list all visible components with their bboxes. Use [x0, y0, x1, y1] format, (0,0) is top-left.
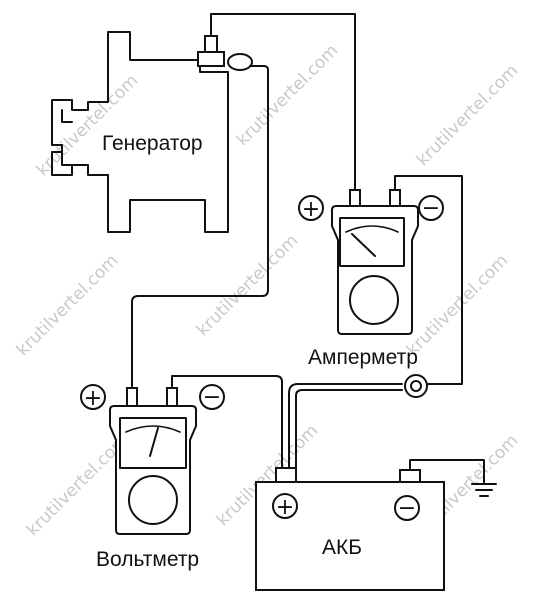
- watermark: krutilvertel.com: [193, 231, 302, 340]
- voltmeter-body: [109, 405, 197, 535]
- wire-generator-ammeter: [210, 13, 356, 196]
- voltmeter-terminal-negative: [166, 387, 178, 407]
- ammeter-minus-sign: −: [422, 196, 440, 221]
- generator-terminal-clamp: [227, 53, 253, 71]
- ammeter-scale: [345, 225, 399, 233]
- battery-body: [255, 481, 445, 591]
- wire-battery-ground: [409, 459, 485, 485]
- watermark: krutilvertel.com: [33, 71, 142, 180]
- battery-minus-icon: [394, 495, 420, 521]
- voltmeter-needle: [149, 427, 159, 457]
- generator-terminal-nut: [197, 51, 225, 67]
- ground-icon: [471, 483, 497, 497]
- voltmeter-display: [119, 417, 187, 469]
- voltmeter-scale: [125, 425, 181, 433]
- ammeter-display: [339, 217, 405, 267]
- watermark: krutilvertel.com: [13, 251, 122, 360]
- battery-terminal-negative: [399, 469, 421, 483]
- ammeter-label: Амперметр: [308, 346, 418, 369]
- generator-body: [51, 31, 229, 233]
- ammeter: + − Амперметр: [298, 189, 444, 369]
- battery-plus-icon: [272, 493, 298, 519]
- clamp-ring: [404, 374, 428, 398]
- battery-label: АКБ: [322, 536, 362, 559]
- ammeter-minus-icon: [418, 195, 444, 221]
- voltmeter-plus-icon: [80, 384, 106, 410]
- ammeter-dial: [349, 275, 399, 325]
- battery: + − АКБ: [255, 467, 445, 591]
- ammeter-plus-icon: [298, 195, 324, 221]
- ammeter-body: [331, 205, 419, 335]
- clamp-ring-inner: [410, 380, 422, 392]
- generator-label: Генератор: [102, 132, 203, 155]
- wire-voltmeter-battery: [171, 375, 283, 469]
- wire-ammeter-clamp: [394, 175, 463, 385]
- voltmeter-label: Вольтметр: [96, 548, 199, 571]
- ammeter-plus-sign: +: [302, 197, 320, 222]
- generator-fin: [61, 151, 73, 166]
- voltmeter-dial: [128, 475, 178, 525]
- wire-generator-voltmeter: [131, 65, 269, 393]
- generator: Генератор: [51, 31, 253, 233]
- voltmeter-minus-sign: −: [203, 385, 221, 410]
- wires: [131, 13, 485, 485]
- watermark: krutilvertel.com: [413, 61, 522, 170]
- battery-minus-sign: −: [398, 496, 416, 521]
- voltmeter-terminal-positive: [126, 387, 138, 407]
- voltmeter-plus-sign: +: [84, 386, 102, 411]
- ammeter-needle: [351, 233, 376, 257]
- watermark: krutilvertel.com: [403, 251, 512, 360]
- voltmeter: + − Вольтметр: [80, 384, 225, 571]
- voltmeter-minus-icon: [199, 384, 225, 410]
- wire-clamp-battery: [295, 389, 403, 469]
- battery-plus-sign: +: [276, 495, 294, 520]
- wire-clamp-battery: [288, 383, 403, 469]
- generator-fin: [61, 109, 73, 123]
- battery-terminal-positive: [275, 467, 297, 483]
